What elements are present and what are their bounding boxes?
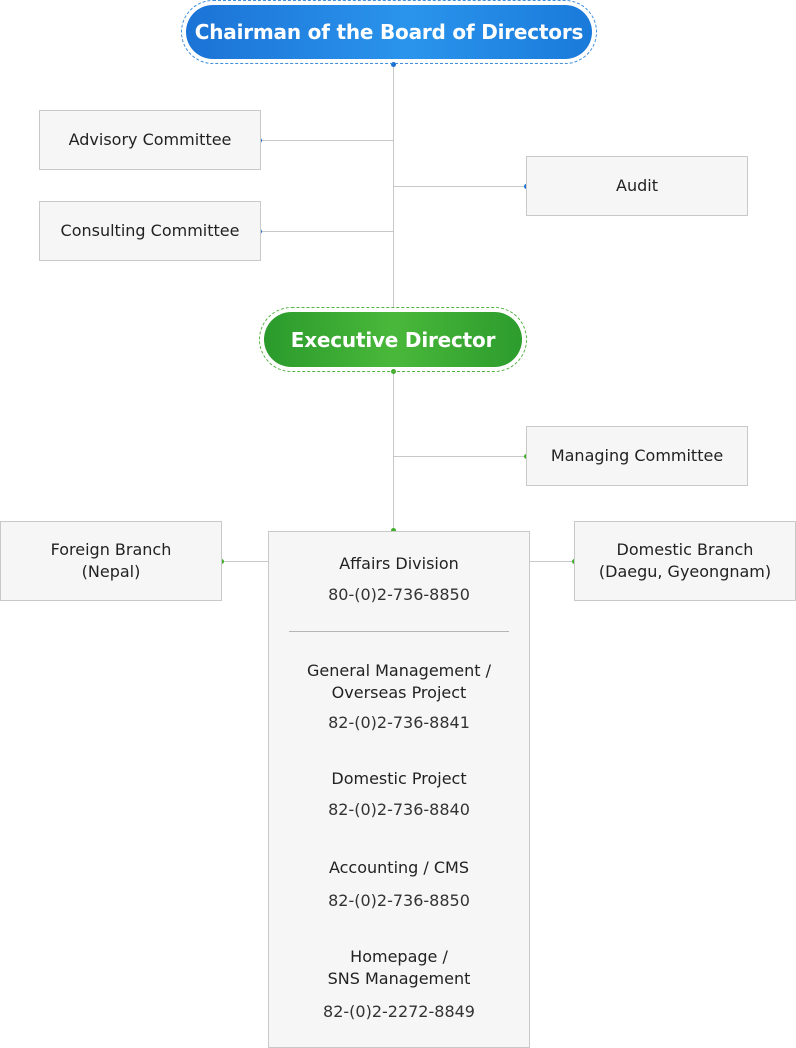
advisory-committee-box: Advisory Committee	[39, 110, 261, 170]
foreign-branch-location: (Nepal)	[81, 562, 141, 581]
connector-advisory	[260, 140, 394, 141]
section-title: Homepage /	[350, 947, 448, 966]
section-phone: 82-(0)2-736-8840	[328, 800, 470, 819]
chairman-node: Chairman of the Board of Directors	[181, 0, 597, 64]
managing-committee-box: Managing Committee	[526, 426, 748, 486]
section-title: General Management /	[306, 661, 491, 680]
managing-committee-label: Managing Committee	[550, 446, 724, 465]
foreign-branch-name: Foreign Branch	[50, 540, 172, 559]
consulting-committee-label: Consulting Committee	[60, 221, 240, 240]
affairs-section: General Management / Overseas Project 82…	[269, 660, 529, 734]
executive-director-label: Executive Director	[264, 312, 522, 367]
affairs-section: Accounting / CMS 82-(0)2-736-8850	[269, 857, 529, 912]
foreign-branch-box: Foreign Branch (Nepal)	[0, 521, 222, 601]
domestic-branch-box: Domestic Branch (Daegu, Gyeongnam)	[574, 521, 796, 601]
connector-audit	[393, 186, 527, 187]
connector-managing	[393, 456, 527, 457]
section-phone: 82-(0)2-2272-8849	[323, 1002, 475, 1021]
connector-consulting	[260, 231, 394, 232]
audit-box: Audit	[526, 156, 748, 216]
chairman-label: Chairman of the Board of Directors	[186, 5, 592, 59]
advisory-committee-label: Advisory Committee	[68, 130, 232, 149]
section-title: SNS Management	[327, 969, 471, 988]
connector-domestic-branch	[529, 561, 575, 562]
affairs-section: Homepage / SNS Management 82-(0)2-2272-8…	[269, 946, 529, 1023]
affairs-division-title: Affairs Division	[339, 554, 459, 573]
section-title: Overseas Project	[331, 683, 467, 702]
domestic-branch-name: Domestic Branch	[616, 540, 754, 559]
affairs-division-phone: 80-(0)2-736-8850	[328, 585, 470, 604]
connector-main-lower	[393, 371, 394, 532]
connector-dot	[391, 528, 396, 533]
divider	[289, 631, 509, 632]
section-title: Domestic Project	[331, 769, 467, 788]
connector-foreign-branch	[221, 561, 269, 562]
section-phone: 82-(0)2-736-8850	[328, 891, 470, 910]
section-title: Accounting / CMS	[328, 858, 470, 877]
consulting-committee-box: Consulting Committee	[39, 201, 261, 261]
affairs-division-box: Affairs Division 80-(0)2-736-8850 Genera…	[268, 531, 530, 1048]
affairs-section: Domestic Project 82-(0)2-736-8840	[269, 768, 529, 821]
executive-director-node: Executive Director	[259, 307, 527, 372]
connector-dot	[391, 62, 396, 67]
domestic-branch-location: (Daegu, Gyeongnam)	[598, 562, 772, 581]
section-phone: 82-(0)2-736-8841	[328, 713, 470, 732]
audit-label: Audit	[616, 176, 658, 195]
